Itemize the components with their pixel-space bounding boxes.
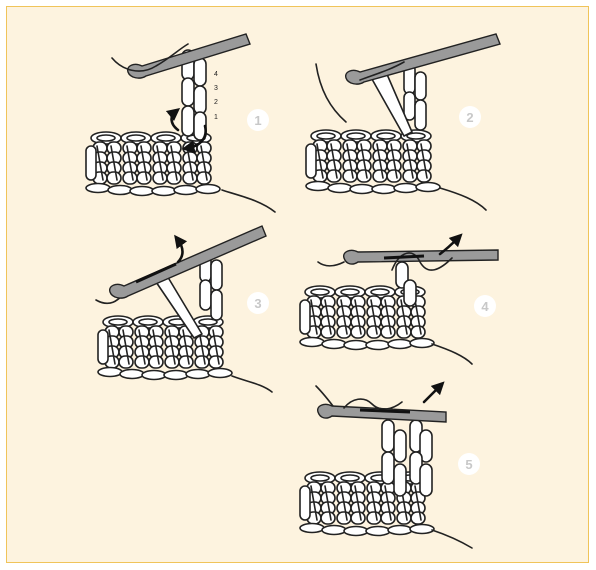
step-5-illustration [300, 386, 472, 548]
step-2-badge: 2 [459, 106, 481, 128]
step-1-illustration: 4 3 2 1 [86, 34, 275, 212]
step-3-illustration [96, 226, 272, 392]
chain-count-1: 1 [214, 114, 218, 121]
step-4-illustration [300, 238, 498, 364]
step-3-number: 3 [254, 296, 261, 311]
step-5-badge: 5 [458, 453, 480, 475]
step-2-number: 2 [466, 110, 473, 125]
step-1-number: 1 [254, 113, 261, 128]
step-3-badge: 3 [247, 292, 269, 314]
chain-count-2: 2 [214, 99, 218, 106]
step-5-number: 5 [465, 457, 472, 472]
step-4-number: 4 [481, 299, 489, 314]
chain-count-3: 3 [214, 85, 218, 92]
step-1-badge: 1 [247, 109, 269, 131]
chain-count-4: 4 [214, 71, 218, 78]
step-4-badge: 4 [474, 295, 496, 317]
